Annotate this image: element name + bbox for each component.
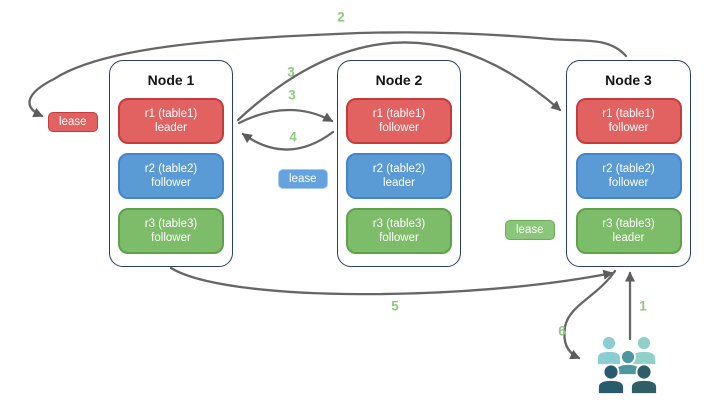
node-1: Node 1 r1 (table1) leader r2 (table2) fo… xyxy=(109,60,233,267)
node-2-replica-r1: r1 (table1) follower xyxy=(346,98,452,144)
lease-badge-green: lease xyxy=(505,220,555,240)
node-3-replica-r2: r2 (table2) follower xyxy=(575,153,682,199)
step-label-3a: 3 xyxy=(287,64,295,80)
arrow-step4-node2-to-node1 xyxy=(241,130,335,151)
replica-role: leader xyxy=(383,177,415,189)
replica-name: r1 (table1) xyxy=(602,108,655,120)
step-label-6: 6 xyxy=(558,323,566,339)
node-1-title: Node 1 xyxy=(147,72,195,88)
replica-role: follower xyxy=(151,177,191,189)
node-2-title: Node 2 xyxy=(375,72,423,88)
step-label-2: 2 xyxy=(337,9,345,25)
node-2-replica-r2: r2 (table2) leader xyxy=(346,153,452,199)
node-2: Node 2 r1 (table1) follower r2 (table2) … xyxy=(337,60,461,267)
node-1-replica-r2: r2 (table2) follower xyxy=(118,153,224,199)
node-3-title: Node 3 xyxy=(605,72,652,88)
step-label-1: 1 xyxy=(639,298,647,314)
step-label-3b: 3 xyxy=(288,87,296,103)
user-back-right-icon xyxy=(631,335,657,366)
lease-badge-red: lease xyxy=(48,112,98,132)
node-3-replica-r1: r1 (table1) follower xyxy=(575,98,682,144)
lease-badge-blue: lease xyxy=(278,169,328,189)
arrow-step3-node1-to-node3 xyxy=(236,41,562,122)
arrow-step5-node1-to-node3 xyxy=(169,266,614,296)
replica-role: follower xyxy=(379,122,419,134)
replica-role: follower xyxy=(608,177,649,189)
step-label-5: 5 xyxy=(391,298,399,314)
node-2-replica-r3: r3 (table3) follower xyxy=(346,208,452,254)
replica-role: follower xyxy=(379,232,419,244)
replica-role: follower xyxy=(608,122,649,134)
node-1-replica-r3: r3 (table3) follower xyxy=(118,208,224,254)
replica-role: leader xyxy=(155,122,187,134)
replica-name: r1 (table1) xyxy=(144,108,198,120)
replica-name: r2 (table2) xyxy=(144,163,198,175)
user-back-left-icon xyxy=(596,335,622,366)
replica-name: r3 (table3) xyxy=(144,218,198,230)
replica-name: r3 (table3) xyxy=(602,218,655,230)
user-front-right-icon xyxy=(630,363,658,395)
user-front-left-icon xyxy=(597,363,625,395)
arrow-step3-node1-to-node2 xyxy=(237,108,334,125)
replica-name: r3 (table3) xyxy=(372,218,426,230)
node-1-replica-r1: r1 (table1) leader xyxy=(118,98,224,144)
replica-name: r2 (table2) xyxy=(372,163,426,175)
replica-role: follower xyxy=(151,232,191,244)
replica-role: leader xyxy=(612,232,645,244)
node-3: Node 3 r1 (table1) follower r2 (table2) … xyxy=(566,60,691,267)
replica-name: r2 (table2) xyxy=(602,163,655,175)
node-3-replica-r3: r3 (table3) leader xyxy=(575,208,682,254)
replica-name: r1 (table1) xyxy=(372,108,426,120)
arrow-step2-node3-to-lease-node1 xyxy=(28,31,628,118)
users-group-icon xyxy=(596,335,658,395)
arrow-step6-node3-to-clients xyxy=(563,269,617,360)
step-label-4: 4 xyxy=(289,129,297,145)
